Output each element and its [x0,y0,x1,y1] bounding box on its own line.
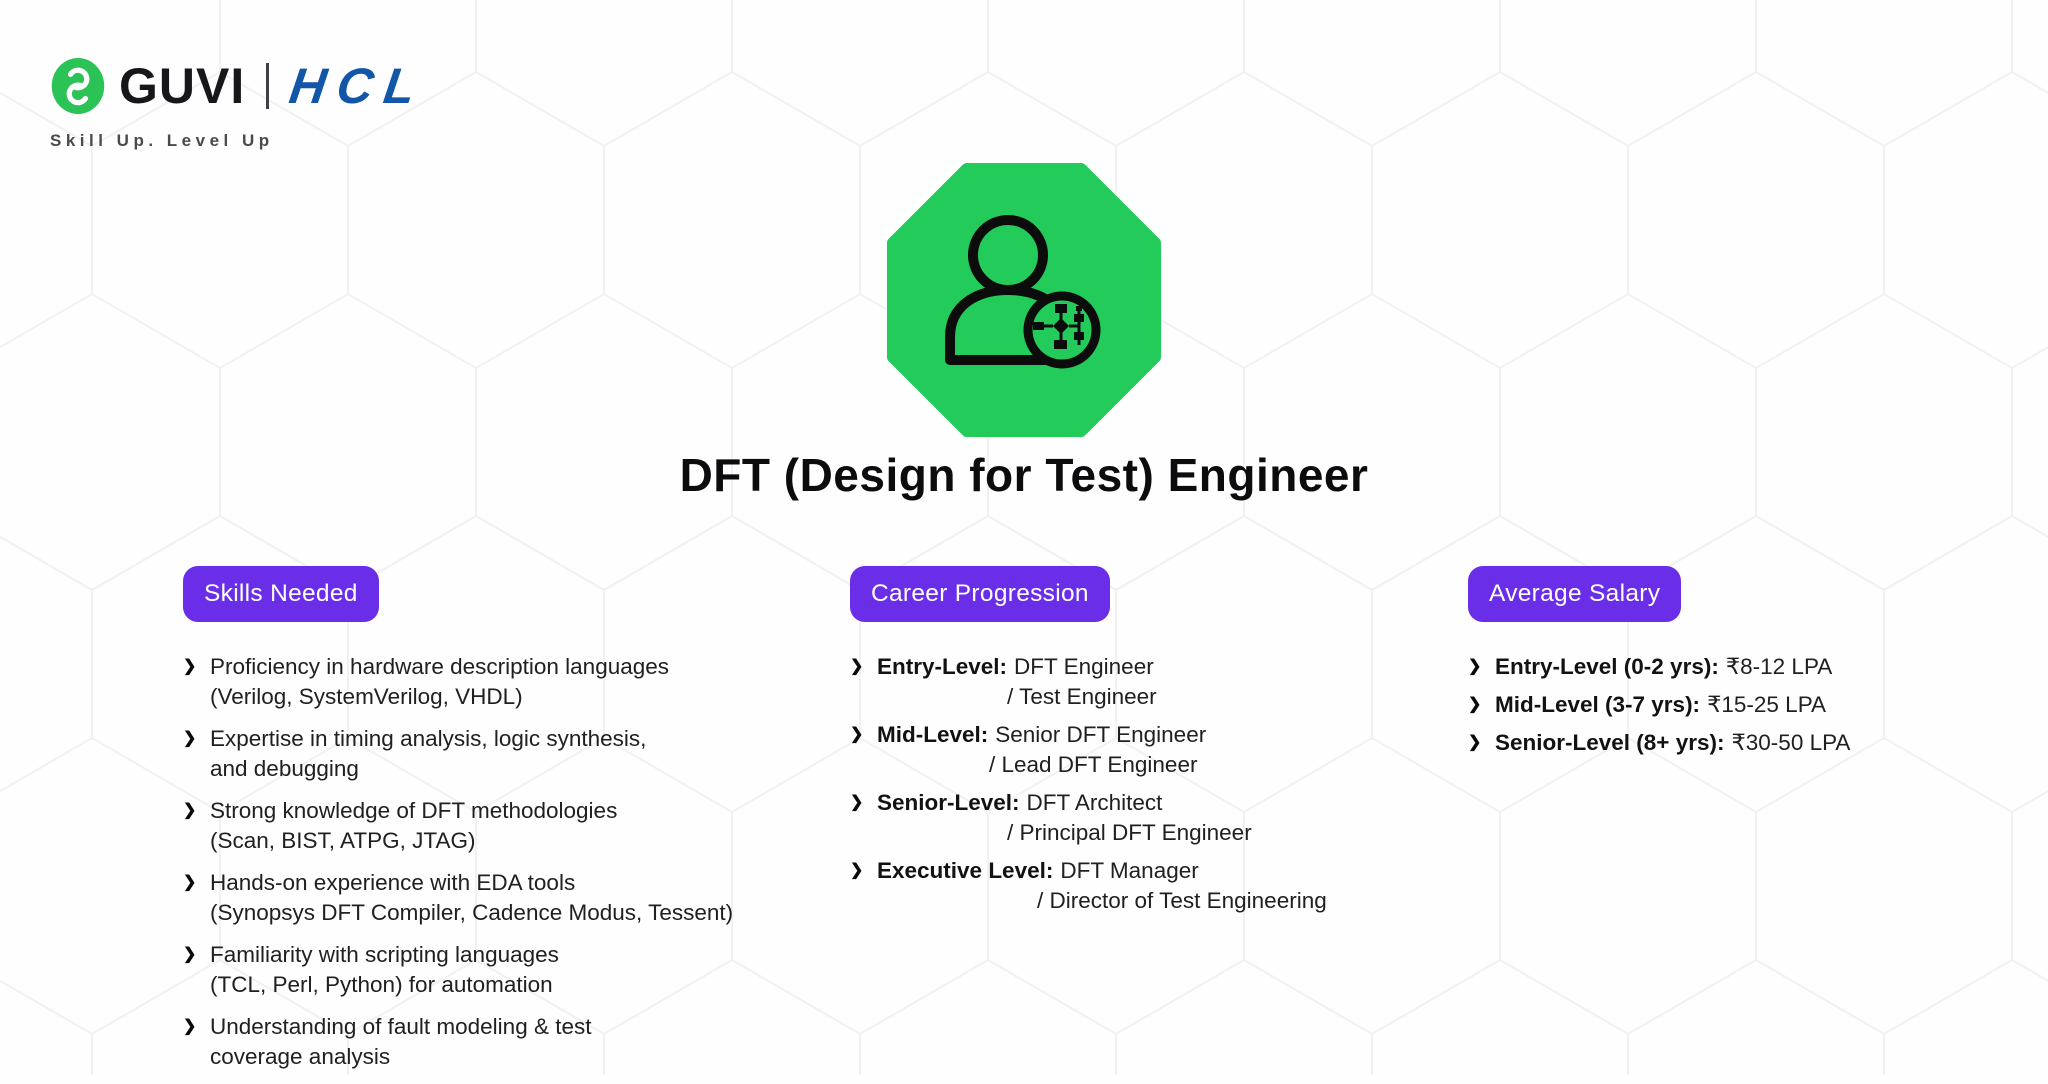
salary-level-label: Mid-Level (3-7 yrs): [1495,692,1701,717]
salary-level-label: Entry-Level (0-2 yrs): [1495,654,1719,679]
arrow-bullet-icon: ❯ [183,730,197,747]
arrow-bullet-icon: ❯ [183,874,197,891]
career-alt-role: / Principal DFT Engineer [1007,820,1252,845]
career-list: ❯ Entry-Level:DFT Engineer / Test Engine… [850,652,1465,916]
salary-list: ❯ Entry-Level (0-2 yrs):₹8-12 LPA ❯ Mid-… [1468,652,2048,758]
arrow-bullet-icon: ❯ [183,658,197,675]
role-octagon-icon [887,163,1161,437]
guvi-logo-icon [51,58,105,114]
brand-divider [266,63,270,109]
arrow-bullet-icon: ❯ [1468,658,1482,675]
skills-section: Skills Needed ❯ Proficiency in hardware … [183,566,848,1084]
career-level-label: Entry-Level: [877,654,1008,679]
hcl-wordmark: HCL [286,58,430,114]
list-item: ❯ Understanding of fault modeling & test… [183,1014,592,1069]
list-item: ❯ Expertise in timing analysis, logic sy… [183,726,647,781]
career-alt-role: / Lead DFT Engineer [989,752,1198,777]
octagon-shape [887,163,1161,437]
career-level-label: Executive Level: [877,858,1054,883]
list-item: ❯ Strong knowledge of DFT methodologies(… [183,798,618,853]
arrow-bullet-icon: ❯ [183,946,197,963]
list-item: ❯ Mid-Level:Senior DFT Engineer / Lead D… [850,720,1465,780]
list-item: ❯ Hands-on experience with EDA tools(Syn… [183,870,734,925]
arrow-bullet-icon: ❯ [183,802,197,819]
list-item: ❯ Entry-Level (0-2 yrs):₹8-12 LPA [1468,652,2048,682]
arrow-bullet-icon: ❯ [850,794,864,811]
guvi-wordmark: GUVI [119,58,246,114]
arrow-bullet-icon: ❯ [850,658,864,675]
arrow-bullet-icon: ❯ [850,726,864,743]
skills-list: ❯ Proficiency in hardware description la… [183,652,848,1072]
list-item: ❯ Mid-Level (3-7 yrs):₹15-25 LPA [1468,690,2048,720]
arrow-bullet-icon: ❯ [1468,734,1482,751]
list-item: ❯ Senior-Level (8+ yrs):₹30-50 LPA [1468,728,2048,758]
page-title: DFT (Design for Test) Engineer [679,449,1369,501]
arrow-bullet-icon: ❯ [850,862,864,879]
salary-value: ₹8-12 LPA [1725,654,1833,679]
arrow-bullet-icon: ❯ [183,1018,197,1035]
brand-row: GUVI HCL [50,56,430,116]
arrow-bullet-icon: ❯ [1468,696,1482,713]
badge-skills-needed: Skills Needed [183,566,379,622]
list-item: ❯ Entry-Level:DFT Engineer / Test Engine… [850,652,1465,712]
salary-level-label: Senior-Level (8+ yrs): [1495,730,1725,755]
career-alt-role: / Director of Test Engineering [1037,888,1327,913]
flowchart-badge-icon [1023,291,1101,369]
list-item: ❯ Familiarity with scripting languages(T… [183,942,559,997]
badge-career-progression: Career Progression [850,566,1110,622]
list-item: ❯ Executive Level:DFT Manager / Director… [850,856,1465,916]
career-level-label: Senior-Level: [877,790,1020,815]
badge-average-salary: Average Salary [1468,566,1682,622]
salary-value: ₹15-25 LPA [1707,692,1827,717]
career-section: Career Progression ❯ Entry-Level:DFT Eng… [850,566,1465,924]
brand-header: GUVI HCL Skill Up. Level Up [50,56,430,151]
salary-section: Average Salary ❯ Entry-Level (0-2 yrs):₹… [1468,566,2048,766]
career-alt-role: / Test Engineer [1007,684,1157,709]
salary-value: ₹30-50 LPA [1731,730,1851,755]
brand-tagline: Skill Up. Level Up [50,131,274,150]
list-item: ❯ Senior-Level:DFT Architect / Principal… [850,788,1465,848]
career-level-label: Mid-Level: [877,722,989,747]
list-item: ❯ Proficiency in hardware description la… [183,654,670,709]
